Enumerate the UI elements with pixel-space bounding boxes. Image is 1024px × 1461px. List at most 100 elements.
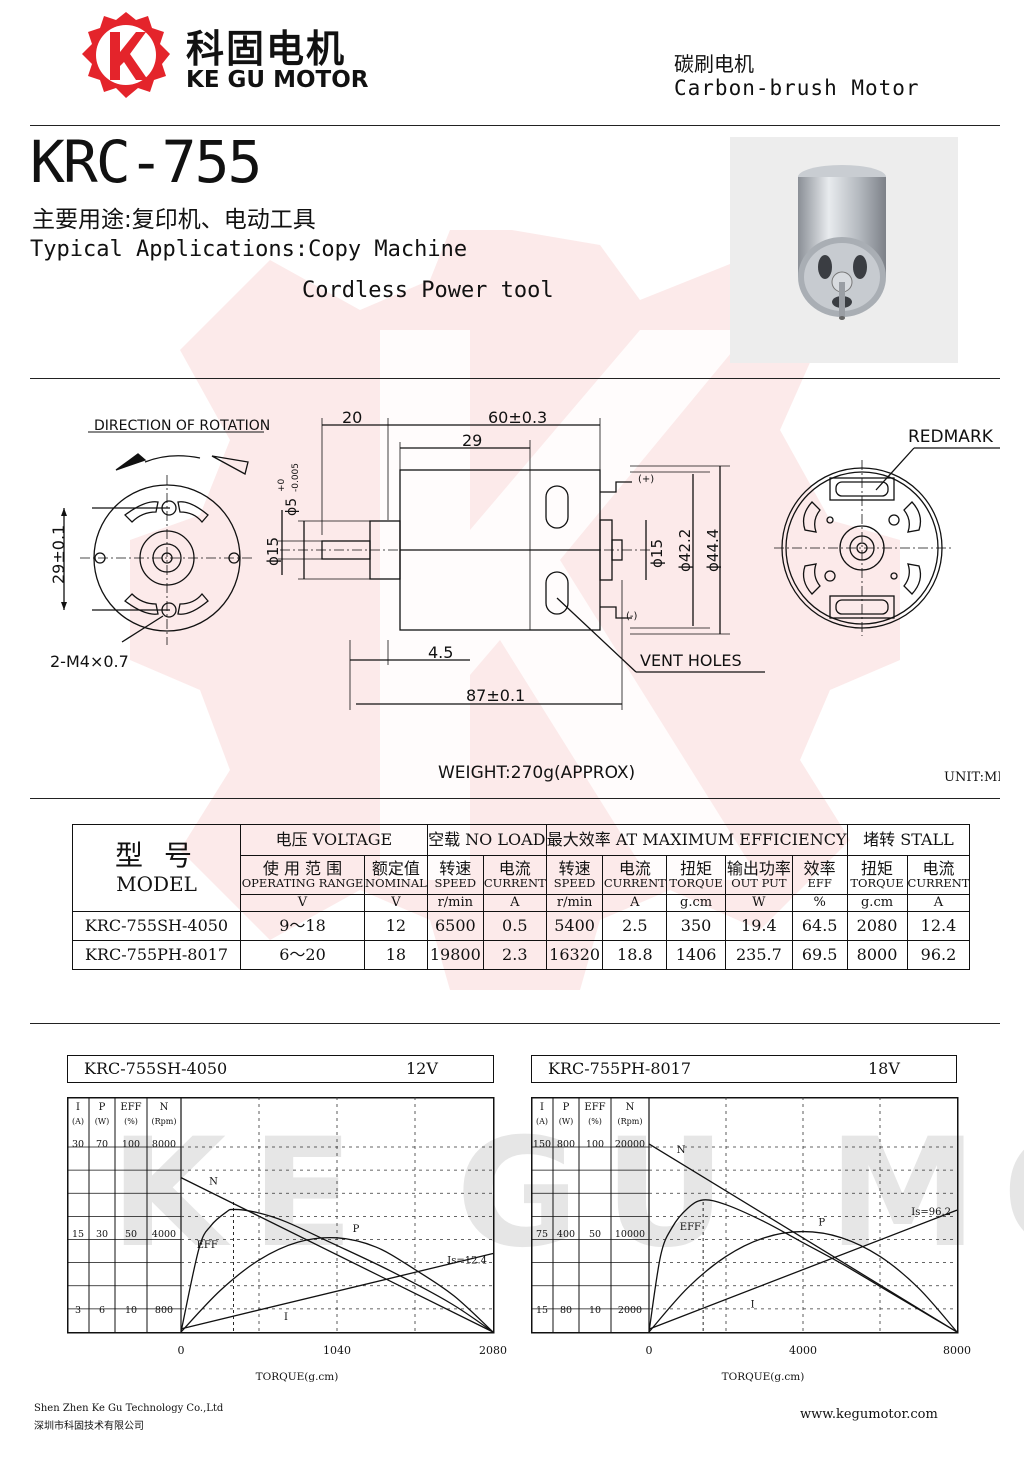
divider [30,798,1000,799]
applications-en-2: Cordless Power tool [302,278,554,303]
axis-tick-top: 8000 [152,1139,176,1150]
axis-tick-low: 10 [589,1305,601,1316]
spec-unit-cell: W [724,894,793,912]
axis-unit: (Rpm) [618,1117,643,1126]
front-view [61,431,264,645]
footer-company-cn: 深圳市科固技术有限公司 [34,1421,144,1432]
spec-unit-cell: A [602,894,668,912]
spec-value-cell: 19.4 [724,911,793,941]
x-axis-label: TORQUE(g.cm) [722,1371,805,1383]
curve-label-i: I [284,1312,288,1323]
curve-n [180,1177,494,1333]
axis-tick-top: 100 [586,1139,604,1150]
curve-label-eff: EFF [197,1240,218,1251]
spec-col-header-en: SPEED [553,876,596,891]
axis-tick-mid: 50 [125,1229,137,1240]
product-model: KRC-755 [30,128,262,196]
dim-45: 4.5 [428,643,453,662]
axis-header: I [76,1102,80,1113]
spec-col-header-en: NOMINAL [365,876,427,891]
spec-col-header-en: CURRENT [603,876,666,891]
spec-col-header-cn: 输出功率 [726,858,791,878]
axis-tick-mid: 30 [96,1229,108,1240]
x-tick-label: 4000 [789,1344,817,1357]
spec-value-cell: 6～20 [240,940,365,970]
mount-holes-label: 2-M4×0.7 [50,652,129,671]
spec-value-cell: 6500 [426,911,484,941]
axis-tick-low: 80 [560,1305,572,1316]
spec-unit-cell: r/min [426,894,484,912]
axis-tick-top: 70 [96,1139,108,1150]
chart-frame [531,1097,959,1334]
chart-title: KRC-755SH-4050 [84,1059,228,1078]
axis-tick-low: 2000 [618,1305,642,1316]
axis-tick-top: 30 [72,1139,84,1150]
stall-current-label: Is=96.2 [911,1207,951,1218]
axis-tick-low: 800 [155,1305,173,1316]
spec-col-header-cn: 电流 [498,858,531,878]
spec-col-header-en: CURRENT [483,876,546,891]
axis-unit: (A) [72,1117,84,1126]
category-cn: 碳刷电机 [674,52,754,76]
axis-tick-top: 20000 [615,1139,645,1150]
spec-col-header-en: OPERATING RANGE [241,876,364,891]
maxeff-group-header: 最大效率 AT MAXIMUM EFFICIENCY [545,824,848,856]
axis-header: P [563,1102,570,1113]
spec-model-cell: KRC-755PH-8017 [72,940,241,970]
curve-label-n: N [209,1176,218,1187]
spec-value-cell: 2.5 [602,911,668,941]
motor-photo [730,137,958,363]
spec-col-header-cn: 使 用 范 围 [262,858,343,878]
spec-col-header-en: EFF [807,876,832,891]
spec-table: 型 号 MODEL 电压 VOLTAGE 空载 NO LOAD 最大效率 AT … [72,824,971,970]
axis-tick-mid: 10000 [615,1229,645,1240]
spec-value-cell: 16320 [545,940,604,970]
axis-unit: (W) [559,1117,573,1126]
brand-logo-icon [82,12,170,98]
voltage-group-header: 电压 VOLTAGE [240,824,428,856]
spec-col-header-cn: 电流 [618,858,651,878]
dim-29-top: 29 [462,431,482,450]
spec-value-cell: 69.5 [791,940,848,970]
dim-87: 87±0.1 [466,686,525,705]
rear-view [774,447,1000,636]
dim-shaft-tol-bot: -0.005 [291,463,301,492]
axis-tick-low: 10 [125,1305,137,1316]
spec-col-header-en: TORQUE [669,876,723,891]
chart-voltage: 18V [868,1059,900,1078]
x-tick-label: 8000 [943,1344,971,1357]
divider [30,125,1000,126]
curve-p [648,1230,958,1333]
spec-unit-cell: % [791,894,848,912]
spec-value-cell: 350 [666,911,726,941]
spec-col-header-en: SPEED [434,876,477,891]
x-tick-label: 1040 [323,1344,351,1357]
spec-value-cell: 0.5 [482,911,547,941]
performance-chart: I(A)30153P(W)70306EFF(%)1005010N(Rpm)800… [67,1097,507,1383]
spec-unit-cell: V [364,894,428,912]
axis-unit: (%) [588,1117,602,1126]
x-tick-label: 0 [646,1344,653,1357]
axis-tick-mid: 15 [72,1229,84,1240]
spec-model-cell: KRC-755SH-4050 [72,911,241,941]
spec-value-cell: 235.7 [724,940,793,970]
rotation-label: DIRECTION OF ROTATION [94,418,270,434]
brand-name-en: KE GU MOTOR [186,67,369,93]
terminal-minus: (-) [626,611,638,622]
curve-label-i: I [751,1299,755,1310]
axis-tick-low: 15 [536,1305,548,1316]
spec-col-header-cn: 转速 [439,858,472,878]
dim-boss-right: ϕ15 [648,539,666,568]
spec-col-header-en: TORQUE [850,876,904,891]
